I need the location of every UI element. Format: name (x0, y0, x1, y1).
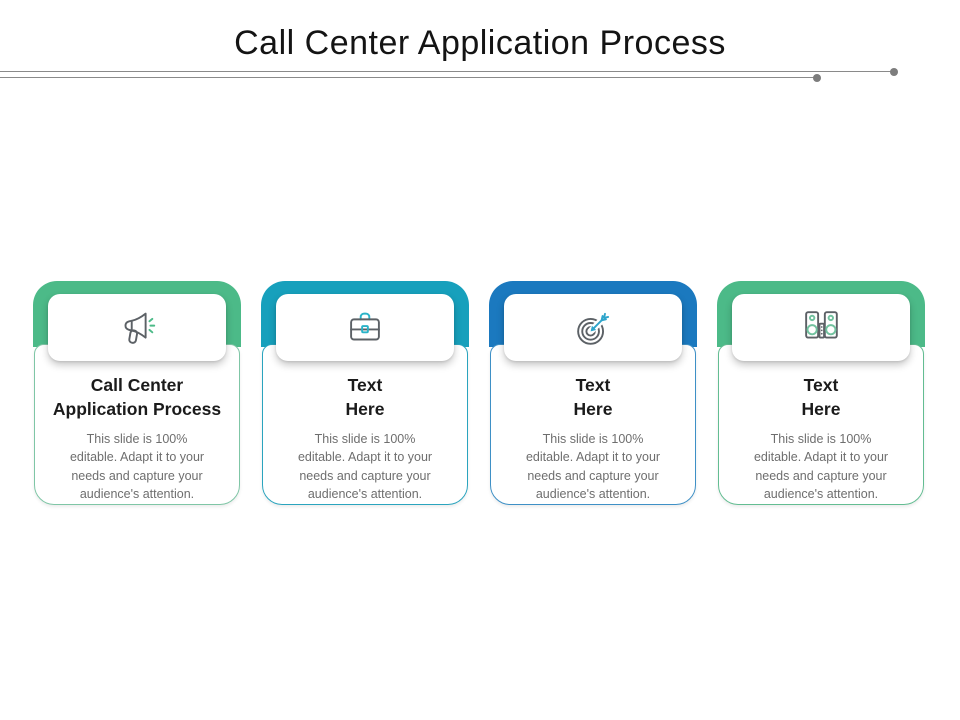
card-icon-box (276, 294, 454, 361)
divider-dot-top (890, 68, 898, 76)
process-card-1: Call Center Application Process This sli… (33, 281, 241, 505)
page-title: Call Center Application Process (234, 24, 726, 62)
card-title: Text Here (345, 375, 385, 419)
card-icon-box (504, 294, 682, 361)
briefcase-icon (350, 312, 380, 340)
card-icon-box (48, 294, 226, 361)
process-card-4: Text Here This slide is 100% editable. A… (717, 281, 925, 505)
card-body: Text Here This slide is 100% editable. A… (718, 344, 924, 505)
speakers-icon (805, 310, 838, 339)
card-title: Call Center Application Process (52, 375, 222, 419)
divider-dot-bottom (813, 74, 821, 82)
card-body: Text Here This slide is 100% editable. A… (490, 344, 696, 505)
divider-line-bottom (0, 77, 814, 78)
card-icon-box (732, 294, 910, 361)
card-description: This slide is 100% editable. Adapt it to… (297, 431, 433, 502)
card-title: Text Here (573, 375, 613, 419)
card-title: Text Here (801, 375, 841, 419)
card-description: This slide is 100% editable. Adapt it to… (69, 431, 205, 502)
card-body: Text Here This slide is 100% editable. A… (262, 344, 468, 505)
card-body: Call Center Application Process This sli… (34, 344, 240, 505)
divider-line-top (0, 71, 891, 72)
card-description: This slide is 100% editable. Adapt it to… (753, 431, 889, 502)
megaphone-icon (124, 312, 156, 344)
dartboard-icon (577, 312, 610, 345)
process-card-2: Text Here This slide is 100% editable. A… (261, 281, 469, 505)
card-description: This slide is 100% editable. Adapt it to… (525, 431, 661, 502)
process-cards-row: Call Center Application Process This sli… (33, 281, 925, 505)
process-card-3: Text Here This slide is 100% editable. A… (489, 281, 697, 505)
